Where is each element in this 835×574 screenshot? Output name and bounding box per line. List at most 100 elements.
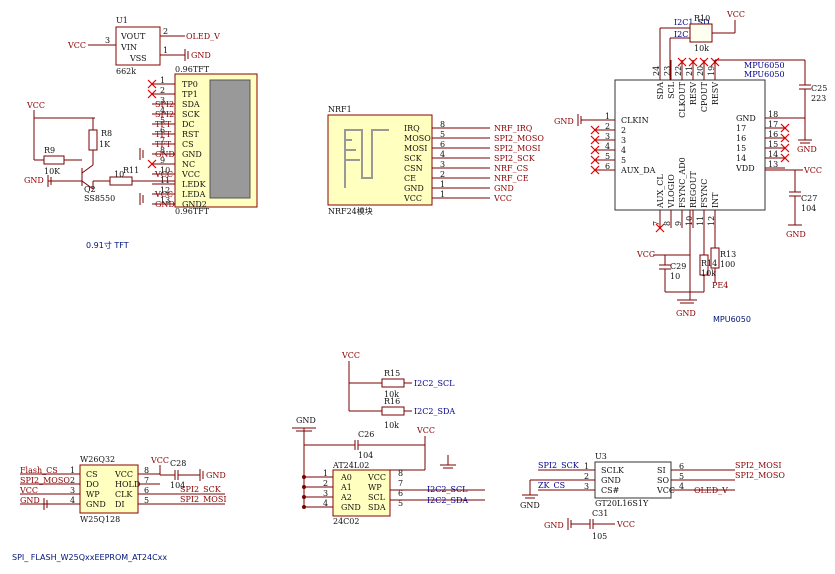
u1-part: 662k [116, 67, 136, 76]
q2-part: SS8550 [84, 194, 115, 203]
i2c1-scl-label: I2C1_S [674, 30, 703, 39]
mpu-left-num-3: 4 [605, 142, 610, 151]
w25-left-pin-2: WP [86, 490, 100, 499]
w25-right-num-1: 7 [144, 476, 149, 485]
at24-right-pin-2: SCL [368, 493, 386, 502]
mpu-left-pin-4: 5 [621, 156, 626, 165]
tft-net-5: TFT [155, 120, 172, 129]
at24-right-pin-3: SDA [368, 503, 386, 512]
u3-gnd-bottom: GND [544, 521, 564, 530]
nrf-pin-mosi: MOSI [404, 144, 427, 153]
u3-right-num-1: 5 [679, 472, 684, 481]
u3-right-pin-0: SI [657, 466, 666, 475]
mpu-vdd-net: VCC [803, 166, 822, 175]
nrf-num-1: 5 [440, 130, 445, 139]
tft-net-8: GND [155, 150, 175, 159]
tft-title: 0.91寸 TFT [86, 240, 129, 250]
c26-value: 104 [358, 451, 373, 460]
nrf-pin-vcc: VCC [403, 194, 422, 203]
w25-left-num-3: 4 [70, 496, 75, 505]
w25-left-pin-3: GND [86, 500, 106, 509]
mpu-bottom-pin-5: INT [711, 192, 720, 208]
mpu-ref2: MPU6050 [744, 70, 785, 79]
w25-left-pin-1: DO [86, 480, 99, 489]
nrf-num-3: 4 [440, 150, 445, 159]
w25-net-right-0: SPI2_SCK [180, 485, 222, 494]
tft-pin-num-9: 9 [160, 156, 165, 165]
mpu-top-num-4: 20 [696, 66, 705, 76]
mpu-top-pin-4: CPOUT [700, 81, 709, 112]
mpu-right-pin-3: 15 [736, 144, 746, 153]
r14-ref: R14 [701, 259, 717, 268]
nrf-num-7: 1 [440, 190, 445, 199]
c26-ref: C26 [358, 430, 374, 439]
tft-pin-num-5: 5 [160, 116, 165, 125]
tft-pin-num-4: 4 [160, 106, 165, 115]
r8-value: 1K [99, 140, 111, 149]
tft-pin-12: LEDA [182, 190, 206, 199]
nrf-net-3: SPI2_SCK [494, 154, 536, 163]
mpu-right-pin-4: 14 [736, 154, 746, 163]
tft-pin-num-7: 7 [160, 136, 165, 145]
tft-pin-num-13: 13 [160, 196, 170, 205]
u1-num-vin: 3 [105, 36, 110, 45]
mpu-top-pin-3: RESV [689, 82, 698, 105]
at24-right-num-3: 5 [398, 499, 403, 508]
u1-regulator: U1 VOUT VIN VSS 662k 2 OLED_V 3 VCC 1 GN… [67, 16, 220, 76]
u1-gnd-net: GND [191, 51, 211, 60]
nrf-pin-gnd: GND [404, 184, 424, 193]
nrf-num-0: 8 [440, 120, 445, 129]
at24-vcc-top: VCC [341, 351, 360, 360]
at24-gnd-left: GND [296, 416, 316, 425]
tft-net-10: VCC [154, 170, 173, 179]
mpu-left-pin-3: 4 [621, 146, 626, 155]
tft-pin-num-2: 2 [160, 86, 165, 95]
mpu-bottom-num-2: 9 [674, 221, 683, 226]
tft-pin-num-12: 12 [160, 186, 170, 195]
nrf-pin-moso: MOSO [404, 134, 431, 143]
u3-right-pin-2: VCC [656, 486, 675, 495]
mpu-top-pin-5: RESV [711, 82, 720, 105]
mpu-right-num-3: 15 [768, 140, 778, 149]
mpu-left-pin-0: CLKIN [621, 116, 649, 125]
mpu-right-num-0: 18 [768, 110, 778, 119]
tft-pin-13: GND2 [182, 200, 207, 209]
mpu-bottom-pin-4: FSYNC [700, 179, 709, 208]
w25-right-pin-1: HOLD [115, 480, 140, 489]
at24-scl-net: I2C2_SCL [427, 485, 468, 494]
u3-right-num-0: 6 [679, 462, 684, 471]
w25-part: W25Q128 [80, 515, 120, 524]
r11-ref: R11 [123, 166, 139, 175]
c29-ref: C29 [670, 262, 686, 271]
mpu-right-num-2: 16 [768, 130, 778, 139]
mpu-top-num-1: 23 [663, 66, 672, 76]
mpu-bottom-num-1: 8 [663, 221, 672, 226]
nrf-net-7: VCC [493, 194, 512, 203]
u3-net-si: SPI2_MOSI [735, 461, 782, 470]
at24-left-num-2: 3 [323, 489, 328, 498]
c28-ref: C28 [170, 459, 186, 468]
r13-ref: R13 [720, 250, 736, 259]
q2-gnd: GND [24, 176, 44, 185]
u3-net-cs: ZK_CS [538, 481, 565, 490]
tft-pin-num-1: 1 [160, 76, 165, 85]
mpu-top-num-5: 19 [707, 66, 716, 76]
w25-left-num-1: 2 [70, 476, 75, 485]
tft-pin-6: RST [182, 130, 200, 139]
tft-pin-3: SDA [182, 100, 200, 109]
u3-right-num-2: 4 [679, 482, 684, 491]
mpu-bottom-num-4: 11 [696, 216, 705, 226]
u1-vcc-net: VCC [67, 41, 86, 50]
u3-net-sclk: SPI2_SCK [538, 461, 580, 470]
at24-sda-net: I2C2_SDA [427, 496, 468, 505]
mpu-left-num-4: 5 [605, 152, 610, 161]
pe4-net: PE4 [712, 281, 728, 290]
nrf-num-4: 3 [440, 160, 445, 169]
w25-left-pin-0: CS [86, 470, 98, 479]
mpu-top-pin-1: SCL [667, 81, 676, 99]
tft-pin-num-8: 8 [160, 146, 165, 155]
